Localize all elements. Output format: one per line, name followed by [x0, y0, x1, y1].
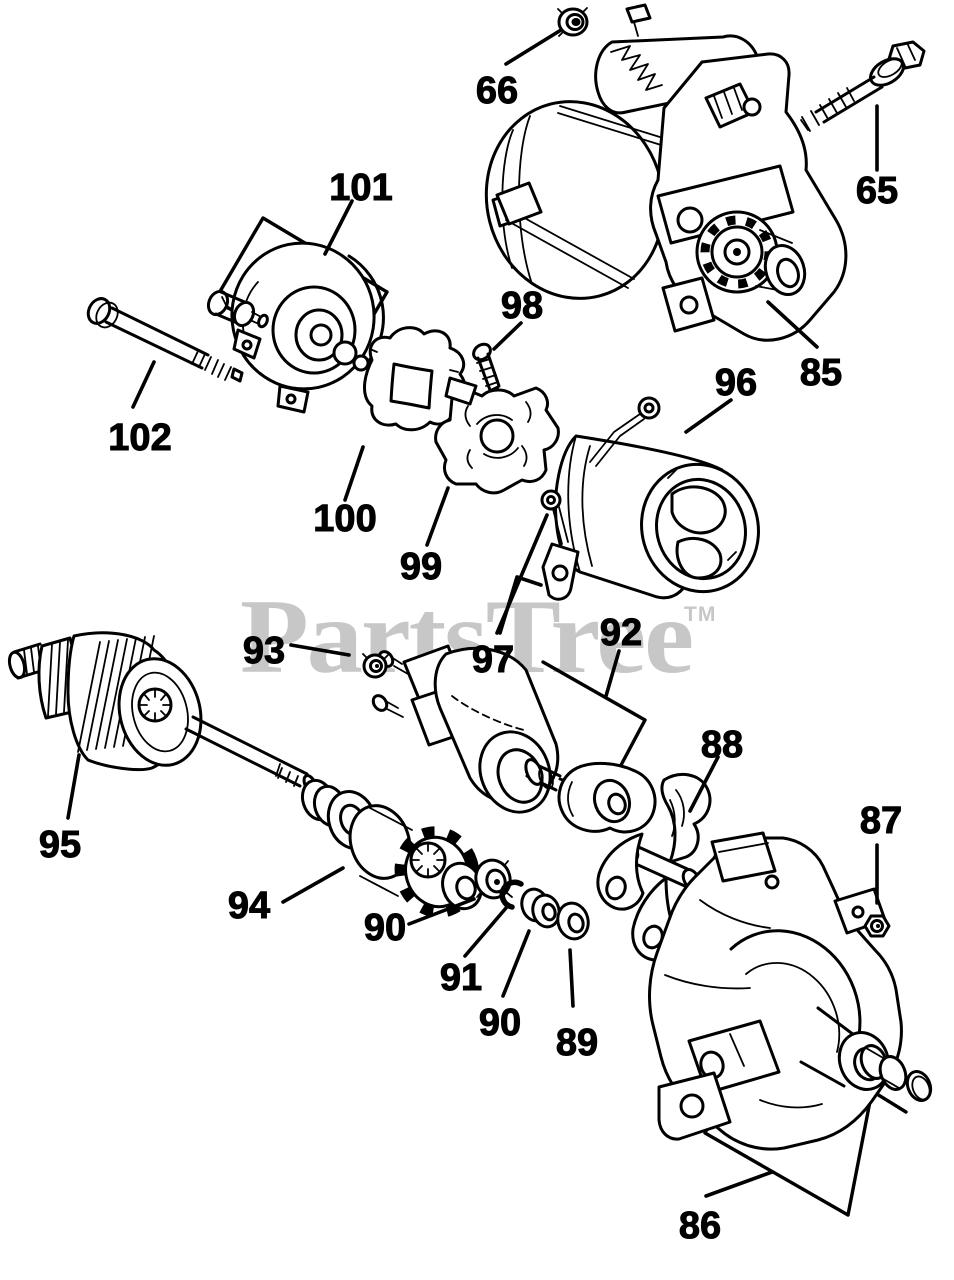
part-retainer-99	[434, 376, 560, 495]
callout-92: 92	[600, 612, 642, 654]
leader-85	[766, 300, 819, 349]
callout-86: 86	[679, 1205, 721, 1247]
callout-85: 85	[800, 352, 842, 394]
callout-94: 94	[228, 885, 270, 927]
part-nut-66	[557, 7, 589, 37]
part-gasket-100	[363, 326, 468, 432]
callout-100: 100	[313, 498, 376, 540]
leader-88	[688, 755, 720, 813]
watermark-tm: TM	[684, 603, 716, 626]
part-screw-101	[206, 289, 269, 329]
part-bushings-86	[859, 1044, 933, 1103]
callout-89: 89	[556, 1022, 598, 1064]
part-collar-90b	[520, 887, 561, 929]
part-boot-92	[557, 762, 657, 834]
bracket-92	[541, 660, 647, 769]
leader-90a	[407, 897, 476, 926]
callout-99: 99	[400, 546, 442, 588]
callout-90b: 90	[479, 1002, 521, 1044]
leader-92	[604, 649, 621, 698]
part-bolt-65	[800, 40, 926, 132]
part-nut-93	[362, 653, 389, 679]
callout-93: 93	[243, 630, 285, 672]
part-drive-clutch-94	[300, 778, 483, 918]
callout-95: 95	[39, 824, 81, 866]
leader-95	[66, 753, 81, 820]
callout-96: 96	[715, 362, 757, 404]
leader-97b	[498, 575, 543, 635]
leader-102	[131, 360, 156, 409]
callout-66: 66	[476, 70, 518, 112]
part-nut-87	[863, 914, 891, 938]
callout-88: 88	[701, 724, 743, 766]
part-field-housing-96	[540, 396, 760, 601]
part-snap-ring-91	[499, 879, 524, 910]
callout-labels: 66 65 85 101 102 100 99 98 96 97 93 92 9…	[38, 70, 902, 1248]
leader-66	[504, 28, 563, 66]
leader-100	[343, 445, 365, 502]
leader-96	[684, 398, 733, 434]
callout-98: 98	[501, 285, 543, 327]
leader-90b	[501, 929, 531, 998]
callout-65: 65	[856, 170, 898, 212]
leader-86	[704, 1170, 774, 1198]
callout-90a: 90	[364, 907, 406, 949]
callout-97: 97	[472, 639, 514, 681]
callout-101: 101	[329, 167, 392, 209]
leader-91	[463, 906, 508, 958]
part-end-cap-101	[230, 241, 385, 414]
callout-87: 87	[860, 800, 902, 842]
leader-94	[281, 866, 345, 904]
part-screw-98	[472, 342, 501, 393]
callout-91: 91	[440, 957, 482, 999]
leader-lines	[66, 28, 879, 1198]
part-starter-assembly	[484, 3, 848, 342]
leader-98	[492, 321, 523, 351]
part-thru-bolt-102	[86, 297, 244, 383]
leader-101	[323, 199, 354, 256]
leader-89	[568, 948, 575, 1008]
part-washer-89	[556, 901, 590, 941]
callout-102: 102	[108, 417, 171, 459]
leader-93	[289, 643, 351, 657]
leader-99	[425, 486, 450, 547]
